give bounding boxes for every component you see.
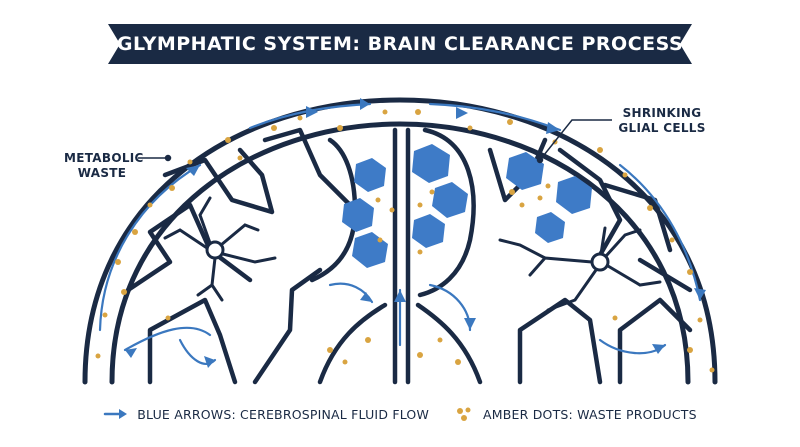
callout-metabolic-waste-line-2: WASTE xyxy=(77,166,127,180)
callout-glial-line-2: GLIAL CELLS xyxy=(618,121,706,135)
neuron-right xyxy=(498,226,662,312)
glial-cells-leader xyxy=(539,119,612,161)
legend-fluid-flow-label: BLUE ARROWS: CEREBROSPINAL FLUID FLOW xyxy=(137,406,430,422)
inner-dome xyxy=(109,121,691,385)
amber-dots-icon xyxy=(457,407,471,421)
callout-glial-line-1: SHRINKING xyxy=(622,106,702,120)
outer-dome xyxy=(82,97,718,385)
callout-metabolic-waste-line-1: METABOLIC xyxy=(64,151,144,165)
glial-cells xyxy=(342,144,592,268)
title-banner xyxy=(108,24,692,64)
arrow-icon xyxy=(125,98,706,368)
legend: BLUE ARROWS: CEREBROSPINAL FLUID FLOW AM… xyxy=(0,402,800,426)
legend-waste-products-label: AMBER DOTS: WASTE PRODUCTS xyxy=(483,406,697,422)
callout-shrinking-glial-cells: SHRINKING GLIAL CELLS xyxy=(612,106,712,136)
waste-dots xyxy=(95,109,715,373)
arrow-icon xyxy=(104,409,128,419)
legend-item-fluid-flow: BLUE ARROWS: CEREBROSPINAL FLUID FLOW xyxy=(103,407,429,422)
callout-metabolic-waste: METABOLIC WASTE xyxy=(64,151,144,181)
neuron-left xyxy=(163,196,277,302)
legend-item-waste-products: AMBER DOTS: WASTE PRODUCTS xyxy=(455,406,697,422)
page-title: GLYMPHATIC SYSTEM: BRAIN CLEARANCE PROCE… xyxy=(116,33,684,55)
